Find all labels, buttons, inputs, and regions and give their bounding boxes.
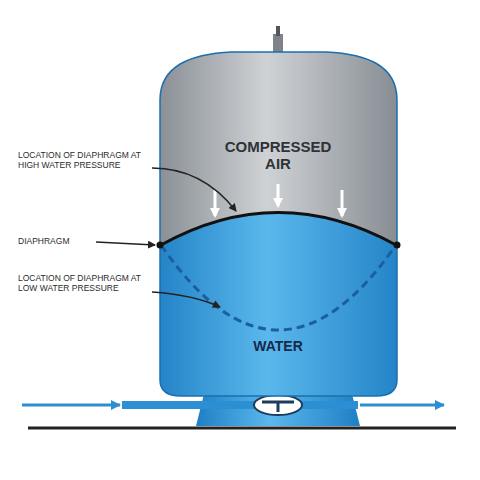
fitting-tee [262,402,294,412]
diaphragm-low [161,245,396,330]
region-label: COMPRESSED AIR [218,138,338,172]
inlet-arrow [22,404,120,407]
diaphragm-high [161,213,396,246]
region-label: WATER [228,338,328,354]
ground-line [28,427,456,430]
leader-line [152,168,236,211]
outlet-arrow [360,404,444,407]
callout-label: LOCATION OF DIAPHRAGM AT LOW WATER PRESS… [18,273,146,293]
nozzle [273,34,283,54]
air-region [160,30,397,245]
nozzle-tip [276,26,280,36]
seam-dot [157,242,164,249]
leader-line [96,242,155,245]
pressure-arrow [277,184,280,206]
seam-dot [394,242,401,249]
callout-label: LOCATION OF DIAPHRAGM AT HIGH WATER PRES… [18,150,146,170]
pipe [122,401,358,409]
fitting [254,395,302,415]
pressure-arrow [341,190,344,216]
tank-outline [160,52,397,396]
leader-line [152,292,220,307]
callout-label: DIAPHRAGM [18,236,146,246]
pressure-arrow [214,190,217,216]
